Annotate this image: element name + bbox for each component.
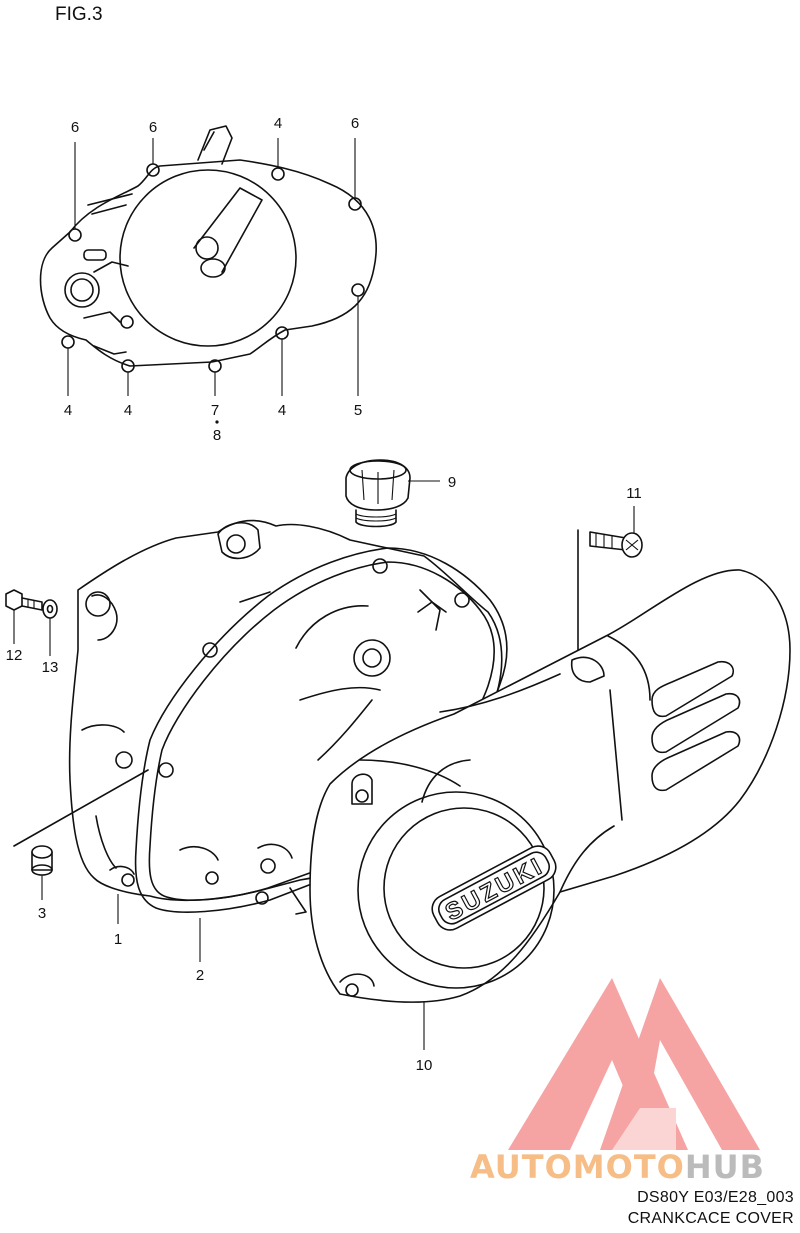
- callout-5: 5: [354, 402, 362, 419]
- diagram-name: CRANKCACE COVER: [627, 1210, 794, 1227]
- callout-10: 10: [416, 1057, 433, 1074]
- bolt-and-washer: [5, 589, 58, 619]
- callout-6: 6: [351, 115, 359, 132]
- callout-11: 11: [626, 485, 642, 502]
- callout-6: 6: [149, 119, 157, 136]
- dowel-pin: [13, 769, 149, 876]
- inner-cover-gasket: [39, 125, 377, 373]
- callout-numbers: 6 6 4 6 4 4 7 8 4 5 9 11 12 13 3 1 2 10: [6, 115, 642, 1074]
- callout-3: 3: [38, 905, 46, 922]
- side-cover-assembly: SUZUKI: [309, 569, 791, 1003]
- callout-7: 7: [211, 402, 219, 419]
- callout-13: 13: [42, 659, 59, 676]
- callout-4: 4: [64, 402, 72, 419]
- top-leader-lines: [67, 138, 359, 424]
- callout-12: 12: [6, 647, 23, 664]
- callout-2: 2: [196, 967, 204, 984]
- callout-4: 4: [278, 402, 286, 419]
- figure-title: FIG.3: [55, 4, 103, 25]
- oil-filler-cap: [345, 459, 411, 528]
- callout-8: 8: [213, 427, 221, 444]
- callout-1: 1: [114, 931, 122, 948]
- watermark-text: AUTOMOTOHUB: [470, 1148, 766, 1186]
- callout-4: 4: [274, 115, 282, 132]
- crankcase-cover: [68, 519, 503, 902]
- watermark-logo: [508, 978, 760, 1150]
- callout-6: 6: [71, 119, 79, 136]
- callout-4: 4: [124, 402, 132, 419]
- screw: [577, 529, 643, 661]
- diagram-code: DS80Y E03/E28_003: [637, 1189, 794, 1206]
- lower-leader-lines: [13, 480, 635, 1050]
- callout-9: 9: [448, 474, 456, 491]
